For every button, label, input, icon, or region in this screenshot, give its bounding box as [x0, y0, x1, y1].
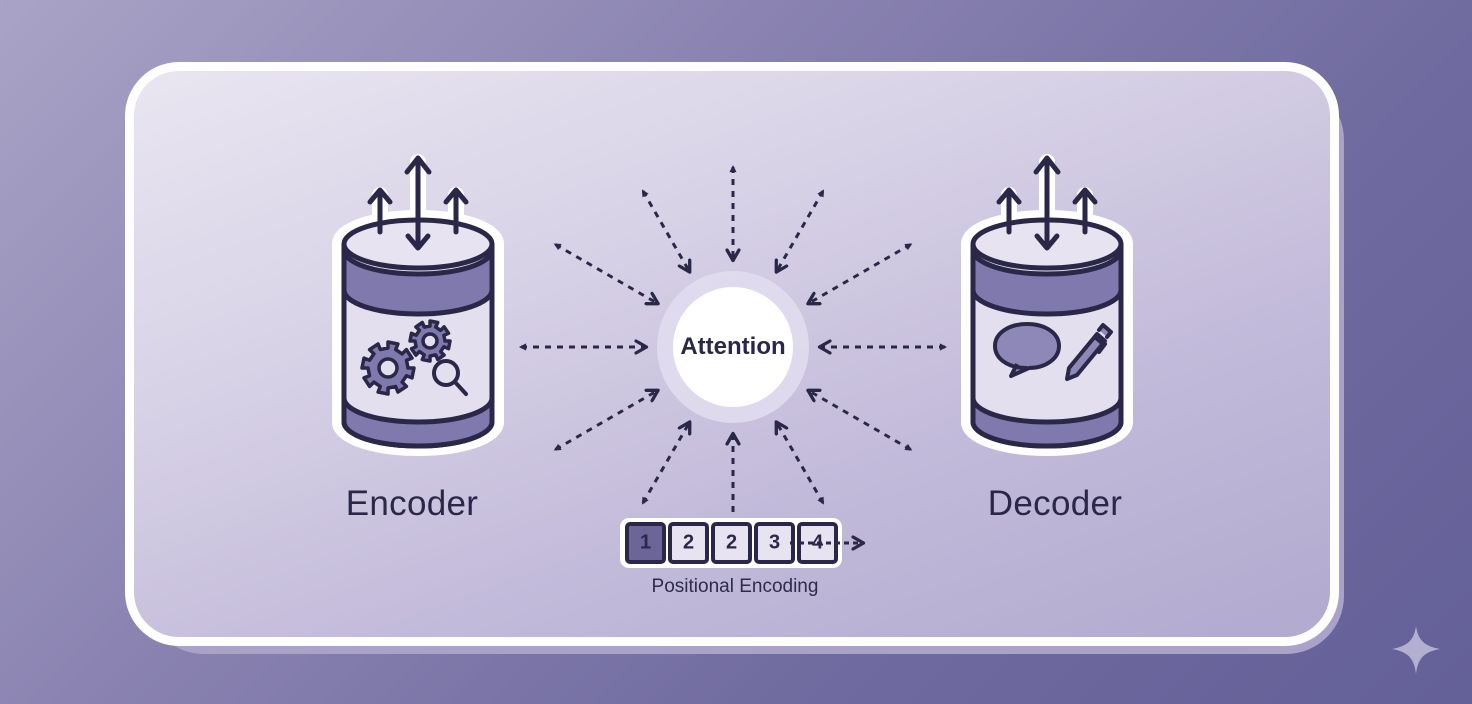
encoder-cylinder[interactable]: [332, 154, 504, 456]
position-token: [711, 522, 752, 564]
top-band: [341, 247, 495, 317]
position-token: [625, 522, 666, 564]
positional-encoding-label: Positional Encoding: [651, 576, 819, 597]
magnifier-icon: [432, 359, 468, 396]
decoder-cylinder[interactable]: [961, 154, 1133, 456]
gear-hole: [377, 357, 399, 379]
positional-encoding: [620, 518, 862, 568]
gears-icon: [360, 319, 452, 396]
encoder-label: Encoder: [345, 484, 479, 523]
position-token: [668, 522, 709, 564]
position-token-label: 3: [768, 531, 781, 554]
attention-ray: [809, 391, 910, 451]
sparkle-icon: [1392, 626, 1440, 674]
position-token-label: 2: [682, 531, 695, 554]
bottom-band: [341, 395, 495, 449]
output-arrows-icon: [996, 155, 1098, 251]
position-token-label: 1: [639, 531, 652, 554]
speech-bubble-icon: [993, 322, 1061, 378]
attention-ray: [641, 191, 689, 271]
attention-rays: [521, 167, 945, 512]
pencil-icon: [1065, 323, 1113, 381]
gear-hole: [421, 332, 439, 350]
attention-ray: [777, 191, 825, 271]
position-token-label: 4: [811, 531, 824, 554]
attention-label: Attention: [680, 333, 786, 360]
attention-node[interactable]: [657, 271, 809, 423]
top-band: [970, 247, 1124, 317]
attention-core: [673, 287, 793, 407]
attention-ray: [809, 243, 910, 304]
bottom-band: [970, 395, 1124, 449]
position-token-label: 2: [725, 531, 738, 554]
attention-ray: [555, 243, 656, 304]
attention-ray: [777, 423, 825, 503]
attention-ray: [555, 391, 656, 451]
decoder-label: Decoder: [987, 484, 1123, 523]
attention-ray: [641, 423, 689, 503]
output-arrows-icon: [367, 155, 469, 251]
